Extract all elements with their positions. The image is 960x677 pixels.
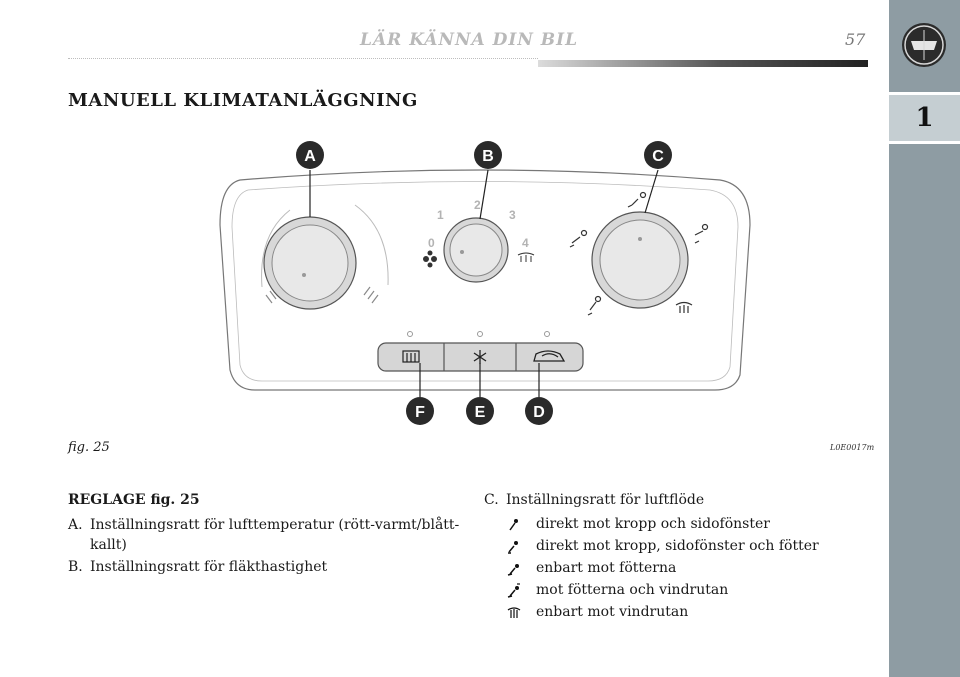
fan-scale-0: 0 xyxy=(428,236,435,250)
controls-left-column: REGLAGE fig. 25 A. Inställningsratt för … xyxy=(68,490,468,579)
chapter-tab: 1 xyxy=(889,95,960,144)
ac-snowflake-button-icon xyxy=(473,350,487,364)
page-number: 57 xyxy=(845,30,866,49)
sidebar-logo-area xyxy=(889,0,960,95)
item-letter: B. xyxy=(68,559,83,575)
figure-code: L0E0017m xyxy=(830,443,875,452)
control-item-c: C. Inställningsratt för luftflöde xyxy=(484,490,874,510)
svg-text:C: C xyxy=(652,148,664,165)
lancia-logo-icon xyxy=(902,23,946,67)
control-item-a: A. Inställningsratt för lufttemperatur (… xyxy=(68,515,468,555)
chapter-sidebar: 1 xyxy=(889,0,960,677)
airflow-feet-icon xyxy=(507,564,519,576)
callout-f: F xyxy=(406,397,434,425)
item-text: Inställningsratt för lufttemperatur (röt… xyxy=(90,517,460,553)
windscreen-defrost-icon xyxy=(507,607,521,618)
fan-scale-3: 3 xyxy=(509,208,516,222)
flow-option-feet-windscreen: mot fötterna och vindrutan xyxy=(484,580,874,602)
airflow-feet-windscreen-icon xyxy=(507,583,520,598)
fan-scale-4: 4 xyxy=(522,236,529,250)
svg-text:D: D xyxy=(533,404,545,421)
flow-option-feet: enbart mot fötterna xyxy=(484,558,874,580)
fan-scale-1: 1 xyxy=(437,208,444,222)
header-dotted-rule xyxy=(68,58,538,59)
recirculation-button-icon xyxy=(533,350,566,362)
callout-a: A xyxy=(296,141,324,169)
airflow-face-icon xyxy=(509,519,518,531)
item-letter: C. xyxy=(484,492,499,508)
flow-option-text: enbart mot fötterna xyxy=(536,560,677,576)
svg-text:E: E xyxy=(475,404,486,421)
controls-heading: REGLAGE fig. 25 xyxy=(68,492,200,508)
svg-text:F: F xyxy=(415,404,425,421)
flow-option-face-feet: direkt mot kropp, sidofönster och fötter xyxy=(484,536,874,558)
airflow-knob xyxy=(591,211,689,309)
fan-speed-knob xyxy=(443,217,509,283)
header-rule xyxy=(538,60,868,67)
item-letter: A. xyxy=(68,517,83,533)
figure-caption: fig. 25 xyxy=(68,440,110,455)
svg-text:A: A xyxy=(304,148,316,165)
callout-b: B xyxy=(474,141,502,169)
fan-scale-2: 2 xyxy=(474,198,481,212)
page-title: MANUELL KLIMATANLÄGGNING xyxy=(68,90,418,111)
control-item-b: B. Inställningsratt för fläkthastighet xyxy=(68,557,468,577)
flow-option-text: enbart mot vindrutan xyxy=(536,604,689,620)
controls-right-column: C. Inställningsratt för luftflöde direkt… xyxy=(484,490,874,624)
temperature-knob xyxy=(263,216,357,310)
item-text: Inställningsratt för luftflöde xyxy=(506,492,705,508)
svg-text:B: B xyxy=(482,148,494,165)
red-hot-marks xyxy=(363,286,379,304)
airflow-feet-windscreen-symbol xyxy=(694,223,709,244)
flow-option-text: direkt mot kropp och sidofönster xyxy=(536,516,770,532)
callout-e: E xyxy=(466,397,494,425)
rear-window-defrost-button-icon xyxy=(402,350,420,363)
running-head: LÄR KÄNNA DIN BIL xyxy=(360,30,579,50)
airflow-face-feet-icon xyxy=(508,541,518,554)
airflow-feet-symbol xyxy=(587,295,602,316)
callout-c: C xyxy=(644,141,672,169)
flow-option-text: mot fötterna och vindrutan xyxy=(536,582,729,598)
item-text: Inställningsratt för fläkthastighet xyxy=(90,559,328,575)
flow-option-windscreen: enbart mot vindrutan xyxy=(484,602,874,624)
fan-icon xyxy=(423,250,437,268)
climate-control-figure: 0 1 2 3 4 xyxy=(219,141,751,425)
airflow-face-feet-symbol xyxy=(569,229,588,248)
flow-option-face: direkt mot kropp och sidofönster xyxy=(484,514,874,536)
airflow-face-symbol xyxy=(627,191,647,208)
callout-d: D xyxy=(525,397,553,425)
rear-defrost-small-icon xyxy=(517,252,535,262)
flow-option-text: direkt mot kropp, sidofönster och fötter xyxy=(536,538,819,554)
windscreen-defrost-symbol xyxy=(675,301,693,313)
